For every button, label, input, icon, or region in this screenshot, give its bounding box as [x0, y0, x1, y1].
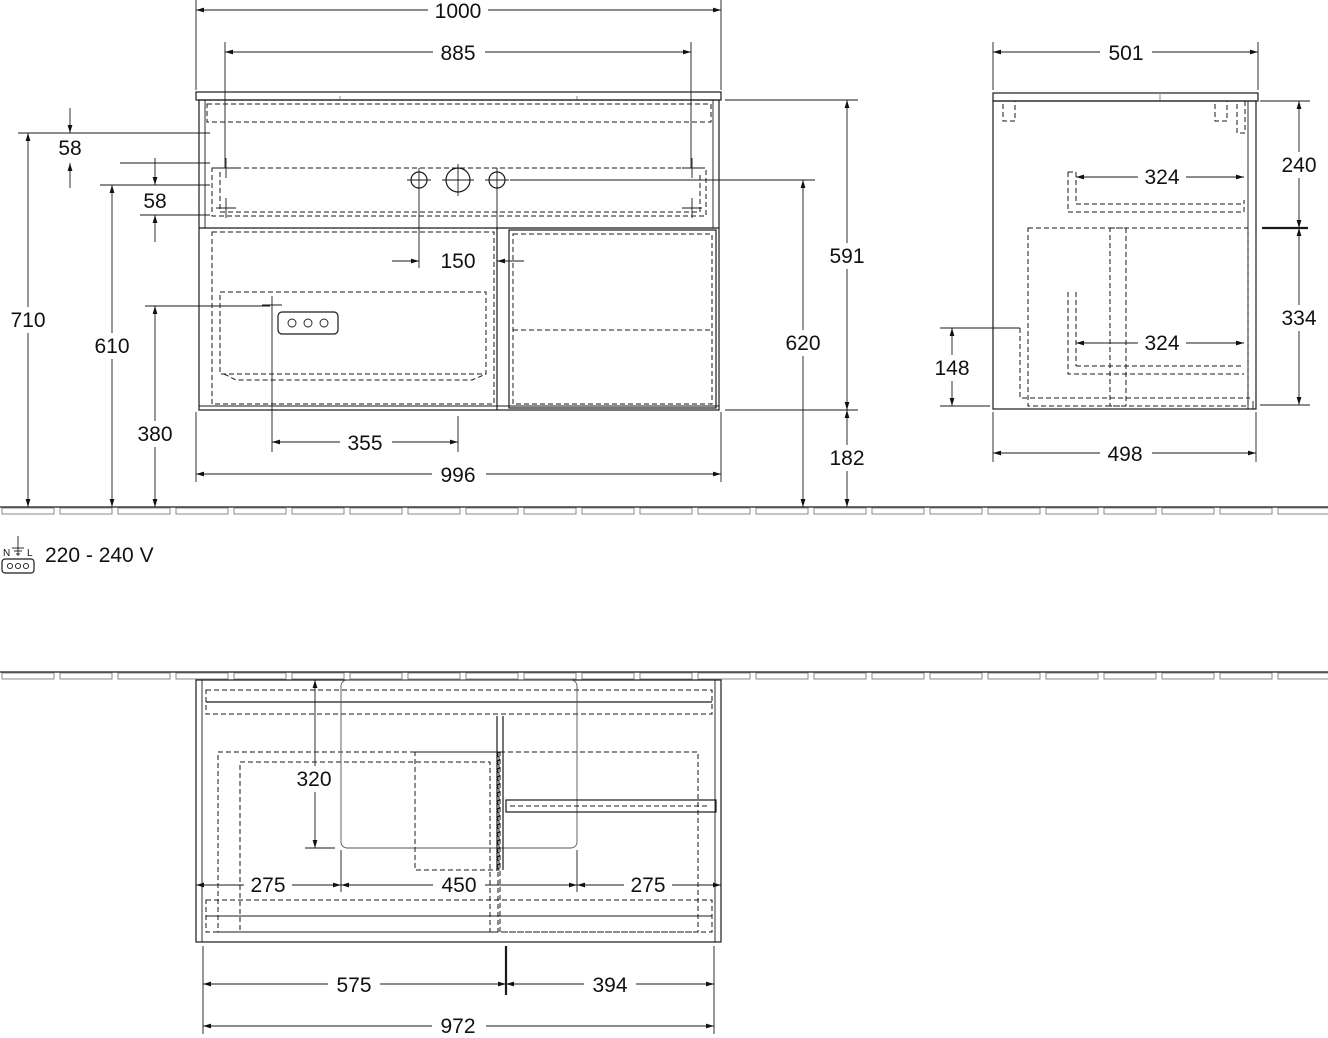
neutral-label: N	[3, 548, 10, 559]
floor-tile	[465, 507, 519, 515]
floor-tile	[813, 672, 867, 680]
floor-tile	[1, 507, 55, 515]
floor-tile	[59, 507, 113, 515]
floor-tile	[929, 672, 983, 680]
side-view: 501 240 334 324 324 148 498	[930, 40, 1321, 466]
floor-tile	[929, 507, 983, 515]
dim-lower-shelf: 324	[1144, 332, 1179, 355]
floor-tile	[59, 672, 113, 680]
floor-tile	[291, 507, 345, 515]
floor-tile	[117, 507, 171, 515]
dim-floor-gap: 182	[829, 447, 864, 470]
live-label: L	[27, 548, 33, 559]
fixing-point-icon	[216, 158, 702, 218]
dim-height-total: 710	[10, 309, 45, 332]
front-view: 1000 885 58 58 710 610 380 150	[6, 0, 869, 507]
tap-hole-center-icon	[442, 164, 474, 196]
dim-inner-width: 972	[440, 1015, 475, 1038]
floor-tile	[1219, 672, 1273, 680]
floor-tile	[1277, 507, 1328, 515]
floor-tile	[1045, 507, 1099, 515]
dim-right-offset: 275	[630, 874, 665, 897]
floor-tile	[407, 672, 461, 680]
dim-height-610: 610	[94, 335, 129, 358]
floor-tile	[697, 507, 751, 515]
floor-tile	[523, 507, 577, 515]
dim-drain-height: 620	[785, 332, 820, 355]
dim-upper-section: 240	[1281, 154, 1316, 177]
dim-socket-height-side: 148	[934, 357, 969, 380]
floor-tile	[697, 672, 751, 680]
floor-tile	[987, 507, 1041, 515]
floor-tile	[1161, 672, 1215, 680]
floor-tile	[233, 507, 287, 515]
floor-tile	[871, 507, 925, 515]
dim-upper-shelf: 324	[1144, 166, 1179, 189]
dim-tap-spacing: 150	[440, 250, 475, 273]
power-connection-icon: N L	[1, 536, 35, 574]
dim-socket-offset: 355	[347, 432, 382, 455]
floor-tile	[117, 672, 171, 680]
floor-tile	[291, 672, 345, 680]
dim-body-height: 591	[829, 245, 864, 268]
floor-tile	[1, 672, 55, 680]
floor-tile	[639, 507, 693, 515]
dim-offset-lower: 58	[143, 190, 166, 213]
voltage-label: 220 - 240 V	[45, 544, 154, 567]
floor-tile	[1103, 507, 1157, 515]
dim-left-compartment: 575	[336, 974, 371, 997]
floor-tile	[1161, 507, 1215, 515]
floor-line-upper	[0, 506, 1328, 515]
dim-top-depth: 501	[1108, 42, 1143, 65]
floor-tile	[1045, 672, 1099, 680]
top-view: 320 275 450 275 575 394 972	[195, 679, 722, 1038]
floor-tile	[175, 507, 229, 515]
floor-tile	[1277, 672, 1328, 680]
floor-tile	[175, 672, 229, 680]
tap-hole-right-icon	[485, 168, 509, 192]
power-socket-icon	[262, 296, 339, 335]
dim-left-offset: 275	[250, 874, 285, 897]
floor-tile	[871, 672, 925, 680]
floor-tile	[755, 672, 809, 680]
floor-tile	[1103, 672, 1157, 680]
floor-tile	[233, 672, 287, 680]
dim-lower-section: 334	[1281, 307, 1316, 330]
floor-tile	[1219, 507, 1273, 515]
tap-hole-left-icon	[407, 168, 431, 192]
dim-offset-upper: 58	[58, 137, 81, 160]
floor-tile	[349, 507, 403, 515]
dim-drawer-depth: 320	[296, 768, 331, 791]
floor-tile	[813, 507, 867, 515]
dim-cutout-width: 450	[441, 874, 476, 897]
floor-tile	[639, 672, 693, 680]
floor-tile	[523, 672, 577, 680]
floor-tile	[407, 507, 461, 515]
floor-tile	[581, 507, 635, 515]
dim-socket-height: 380	[137, 423, 172, 446]
dim-body-width: 996	[440, 464, 475, 487]
floor-tile	[349, 672, 403, 680]
floor-tile	[987, 672, 1041, 680]
floor-tile	[581, 672, 635, 680]
dim-right-compartment: 394	[592, 974, 627, 997]
dim-body-depth: 498	[1107, 443, 1142, 466]
dim-tap-hole-span: 885	[440, 42, 475, 65]
floor-tile	[465, 672, 519, 680]
floor-tile	[755, 507, 809, 515]
floor-line-lower	[0, 671, 1328, 680]
dim-total-width: 1000	[435, 0, 482, 23]
